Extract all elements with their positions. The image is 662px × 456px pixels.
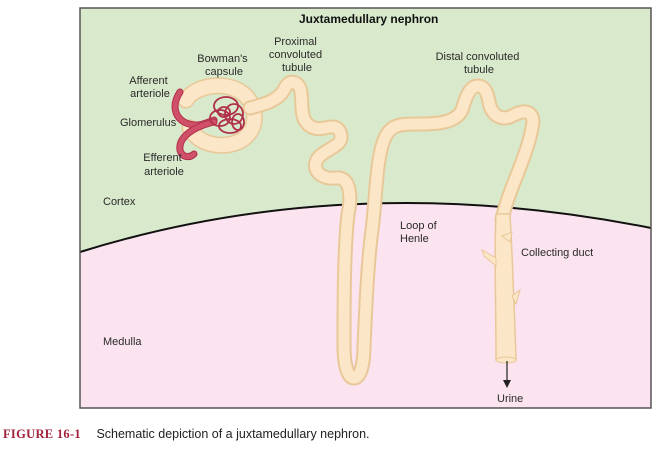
label-glomerulus: Glomerulus xyxy=(120,117,177,129)
figure-title: Juxtamedullary nephron xyxy=(299,12,438,26)
label-afferent-arteriole: Afferent arteriole xyxy=(129,75,170,100)
urine-arrow-icon xyxy=(503,361,511,388)
label-urine: Urine xyxy=(497,393,523,405)
glomerulus xyxy=(209,96,245,134)
figure-caption-text: Schematic depiction of a juxtamedullary … xyxy=(96,427,370,441)
figure-caption: FIGURE 16-1 Schematic depiction of a jux… xyxy=(3,427,370,442)
label-cortex: Cortex xyxy=(103,196,136,208)
bowmans-capsule xyxy=(177,77,263,154)
cortex-medulla-boundary xyxy=(79,202,652,253)
label-medulla: Medulla xyxy=(103,336,142,348)
figure-number: FIGURE 16-1 xyxy=(3,427,81,441)
label-bowmans-capsule: Bowman's capsule xyxy=(197,53,250,78)
label-distal-tubule: Distal convoluted tubule xyxy=(436,51,523,76)
label-collecting-duct: Collecting duct xyxy=(521,247,593,259)
arterioles xyxy=(171,88,218,161)
label-efferent-arteriole: Efferent arteriole xyxy=(143,152,184,178)
collecting-duct xyxy=(481,213,521,364)
proximal-tubule xyxy=(242,74,541,386)
label-loop-of-henle: Loop of Henle xyxy=(400,220,440,245)
diagram-border xyxy=(79,7,652,409)
label-proximal-tubule: Proximal convoluted tubule xyxy=(269,36,325,74)
